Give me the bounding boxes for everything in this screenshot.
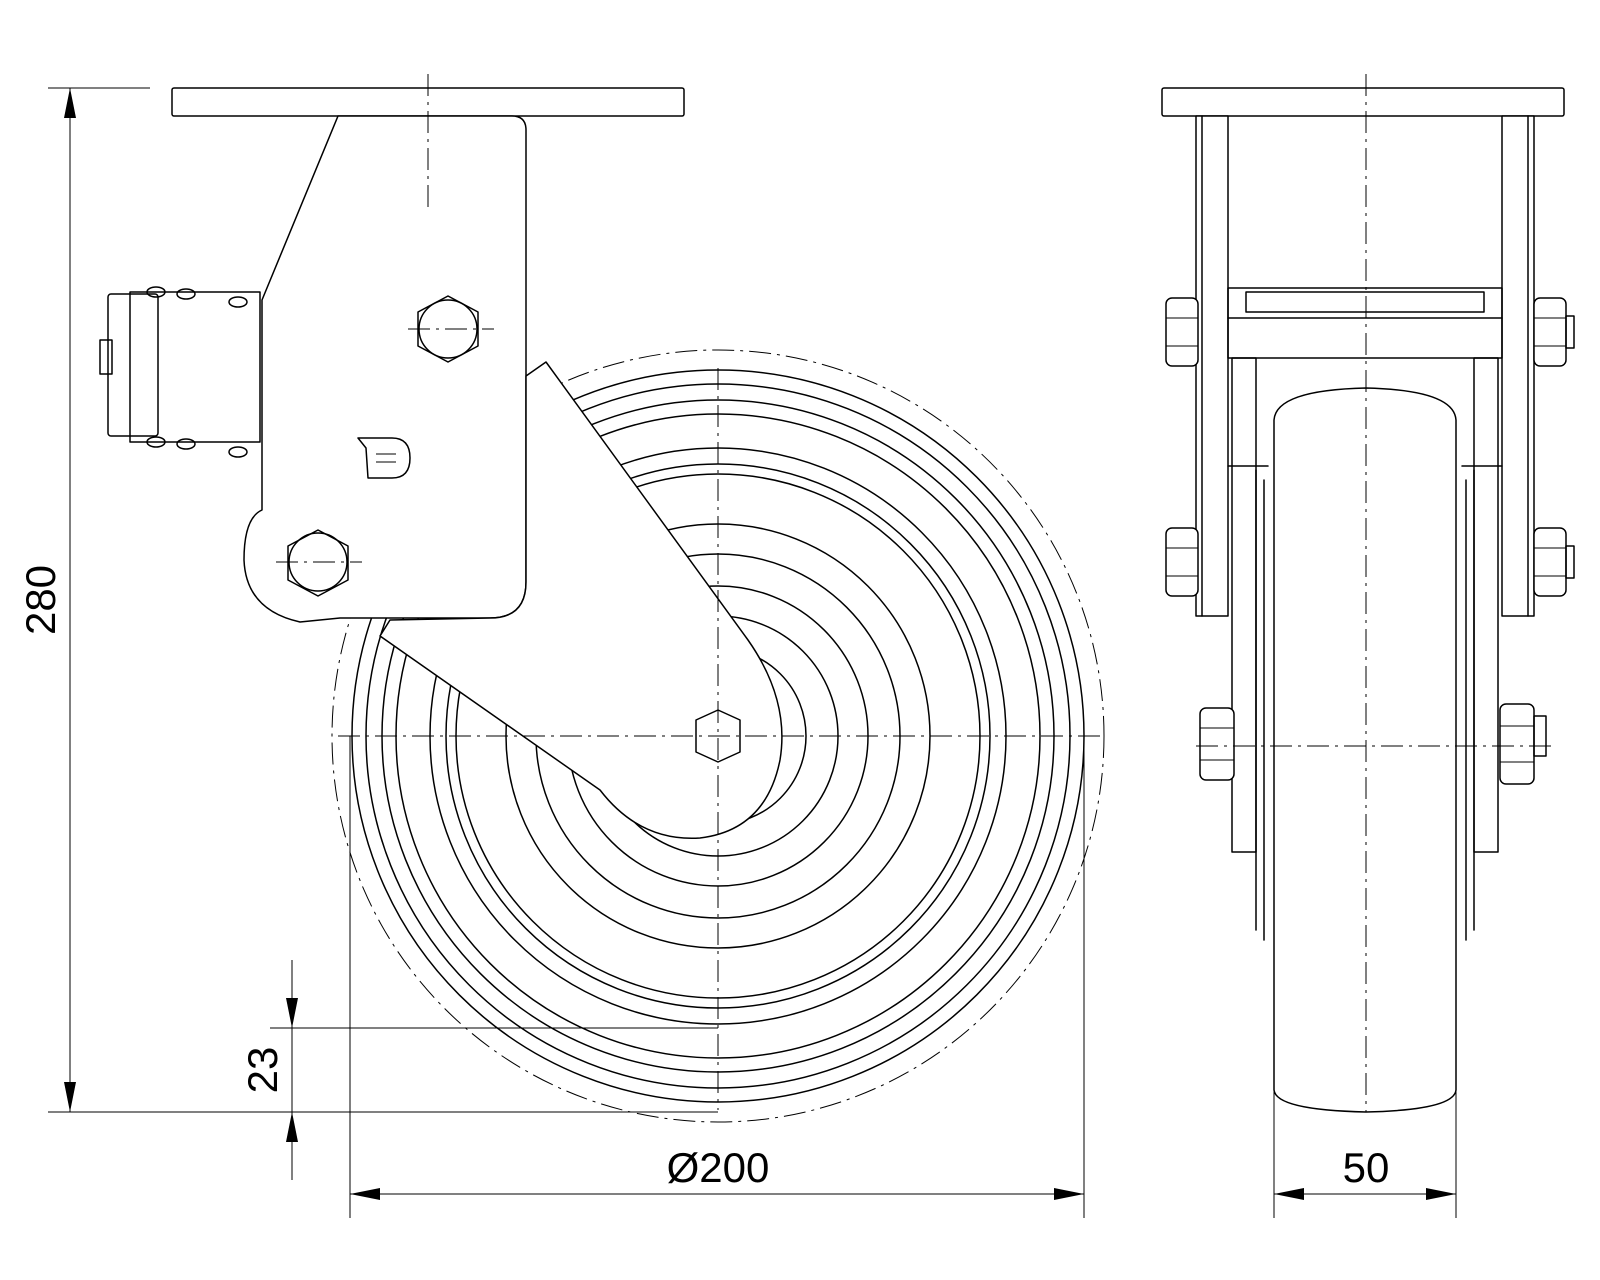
front-axle-bolt: [1199, 703, 1547, 785]
dimension-offset-label: 23: [239, 1047, 286, 1094]
dimension-width-label: 50: [1343, 1144, 1390, 1191]
front-bolt-upper-right: [1533, 297, 1575, 367]
top-plate-front: [1161, 87, 1565, 117]
dimension-diameter-label: Ø200: [667, 1144, 770, 1191]
front-bolt-lower-right: [1533, 527, 1575, 597]
brand-logo-icon: [357, 437, 411, 479]
fork-leg-side: [379, 361, 783, 840]
side-view: [99, 74, 1105, 1123]
dimension-height-label: 280: [17, 565, 64, 635]
dimension-lines: [48, 87, 1457, 1218]
front-view: [1161, 74, 1575, 1113]
brake-lever: [99, 286, 261, 458]
front-bolt-lower-left: [1165, 527, 1199, 597]
wheel-front: [1273, 387, 1457, 1113]
fork-bracket-side: [243, 115, 527, 623]
swivel-radius-arc: [331, 349, 1105, 1123]
bracket-bolt-lower: [287, 529, 349, 597]
front-bolt-upper-left: [1165, 297, 1199, 367]
